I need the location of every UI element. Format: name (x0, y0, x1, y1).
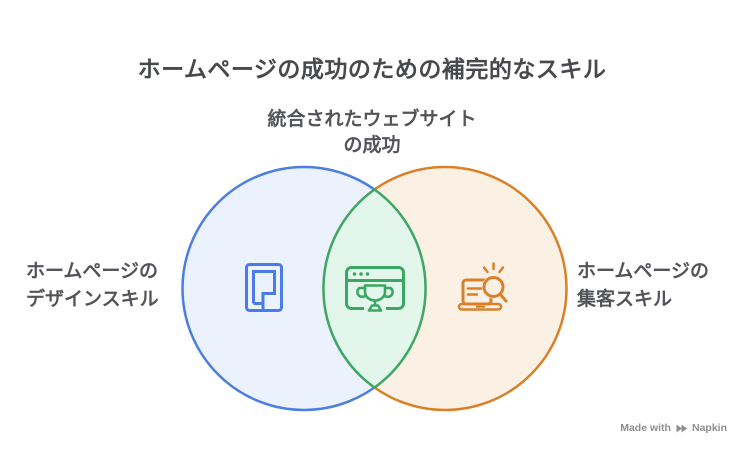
right-circle-label: ホームページの 集客スキル (577, 258, 709, 314)
intersection-label: 統合されたウェブサイト の成功 (0, 107, 744, 159)
browser-trophy-icon (345, 266, 405, 312)
right-circle-label-line1: ホームページの (577, 261, 710, 282)
left-circle-label: ホームページの デザインスキル (26, 258, 159, 314)
made-with-napkin-watermark: Made with Napkin (620, 422, 727, 434)
right-circle-label-line2: 集客スキル (577, 289, 673, 310)
watermark-prefix: Made with (620, 422, 671, 434)
diagram-title: ホームページの成功のための補完的なスキル (137, 56, 607, 82)
intersection-label-line2: の成功 (343, 135, 401, 156)
intersection-label-line1: 統合されたウェブサイト (267, 109, 477, 130)
laptop-search-icon (457, 262, 508, 311)
watermark-brand: Napkin (691, 422, 727, 434)
napkin-logo-icon (676, 424, 687, 432)
left-circle-label-line1: ホームページの (26, 261, 159, 282)
design-frame-icon (245, 263, 283, 312)
left-circle-label-line2: デザインスキル (26, 289, 159, 310)
